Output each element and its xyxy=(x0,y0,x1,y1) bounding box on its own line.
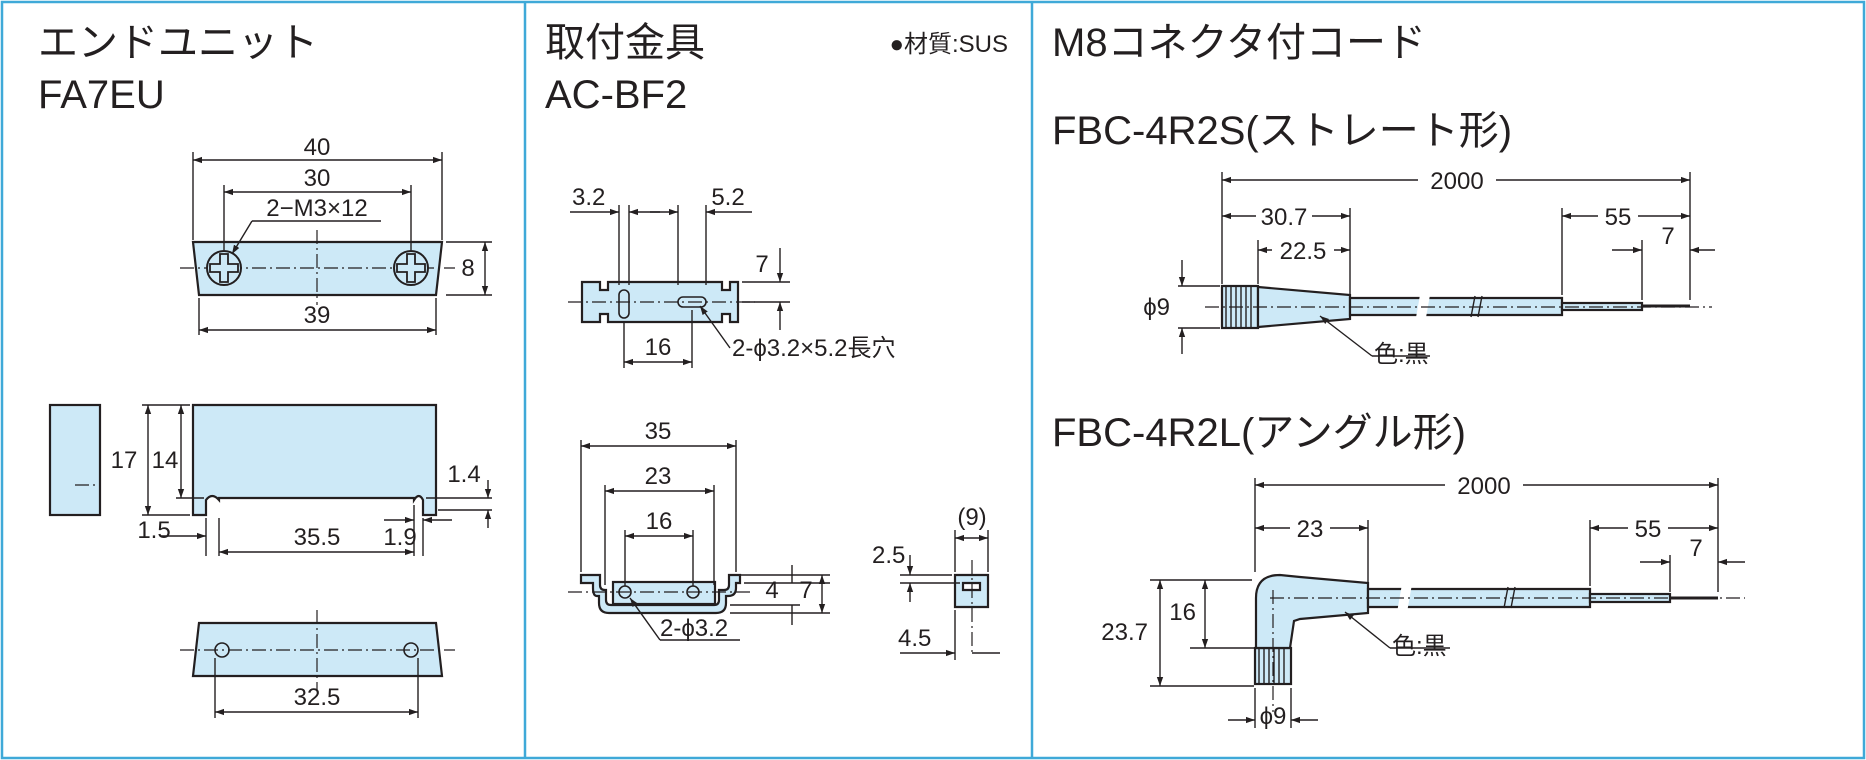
hole-note: 2-ϕ3.2 xyxy=(660,615,728,642)
dim-screw: 2−M3×12 xyxy=(266,195,367,222)
angle-color-note: 色:黒 xyxy=(1392,633,1447,660)
dim-5-2: 5.2 xyxy=(711,184,744,211)
dim-14: 14 xyxy=(152,447,179,474)
dim-3-2: 3.2 xyxy=(572,184,605,211)
angle-model: FBC-4R2L(アングル形) xyxy=(1052,411,1466,455)
dim-7b: 7 xyxy=(799,577,812,604)
dim-30: 30 xyxy=(304,165,331,192)
straight-dim-phi9: ϕ9 xyxy=(1143,294,1170,321)
end-unit-side-view: 17 14 1.4 1.5 35.5 1.9 xyxy=(48,403,492,556)
bracket-material: ●材質:SUS xyxy=(889,31,1008,58)
dim-paren-9: (9) xyxy=(957,504,986,531)
bracket-title: 取付金具 xyxy=(545,21,705,65)
angle-dim-7: 7 xyxy=(1689,535,1702,562)
screw-icon xyxy=(393,250,429,286)
straight-dim-55: 55 xyxy=(1605,204,1632,231)
straight-cord-drawing: 2000 30.7 22.5 55 7 ϕ9 色:黒 xyxy=(1143,168,1715,368)
straight-dim-2000: 2000 xyxy=(1430,168,1483,195)
dim-2-5: 2.5 xyxy=(872,542,905,569)
straight-dim-22-5: 22.5 xyxy=(1280,238,1327,265)
angle-dim-55: 55 xyxy=(1635,516,1662,543)
dim-1-9: 1.9 xyxy=(383,524,416,551)
straight-dim-7: 7 xyxy=(1661,223,1674,250)
dim-7: 7 xyxy=(755,251,768,278)
angle-dim-2000: 2000 xyxy=(1457,473,1510,500)
straight-model: FBC-4R2S(ストレート形) xyxy=(1052,109,1512,153)
dim-39: 39 xyxy=(304,302,331,329)
dim-1-5: 1.5 xyxy=(137,517,170,544)
bracket-side-view: (9) 2.5 4.5 xyxy=(872,504,1000,660)
dim-35: 35 xyxy=(645,418,672,445)
dim-16b: 16 xyxy=(646,508,673,535)
panel-cord: M8コネクタ付コード FBC-4R2S(ストレート形) 2000 xyxy=(1052,21,1745,730)
bracket-top-view: 3.2 5.2 7 16 2-ϕ3.2×5.2長穴 xyxy=(568,184,896,368)
screw-icon xyxy=(206,250,242,286)
angle-dim-23: 23 xyxy=(1297,516,1324,543)
dim-1-4: 1.4 xyxy=(447,461,480,488)
bracket-front-view: 35 23 16 4 7 2-ϕ3.2 xyxy=(568,418,830,642)
dim-40: 40 xyxy=(304,134,331,161)
dim-17: 17 xyxy=(111,447,138,474)
angle-dim-23-7: 23.7 xyxy=(1101,619,1148,646)
straight-color-note: 色:黒 xyxy=(1374,341,1429,368)
end-unit-title: エンドユニット xyxy=(38,21,318,65)
end-unit-model: FA7EU xyxy=(38,73,165,117)
end-unit-top-view: 40 30 2−M3×12 8 39 xyxy=(180,134,492,335)
dim-16: 16 xyxy=(645,334,672,361)
dim-8: 8 xyxy=(461,255,474,282)
angle-dim-phi9: ϕ9 xyxy=(1260,703,1287,730)
dim-23: 23 xyxy=(645,463,672,490)
dim-35-5: 35.5 xyxy=(294,524,341,551)
bracket-model: AC-BF2 xyxy=(545,73,687,117)
slot-note: 2-ϕ3.2×5.2長穴 xyxy=(732,335,896,362)
angle-dim-16: 16 xyxy=(1169,599,1196,626)
panel-end-unit: エンドユニット FA7EU 40 30 2−M3×1 xyxy=(38,21,492,718)
end-unit-bottom-view: 32.5 xyxy=(180,610,455,718)
dim-4: 4 xyxy=(765,577,778,604)
cord-title: M8コネクタ付コード xyxy=(1052,21,1426,65)
dim-4-5: 4.5 xyxy=(898,625,931,652)
straight-dim-30-7: 30.7 xyxy=(1261,204,1308,231)
panel-bracket: 取付金具 AC-BF2 ●材質:SUS 3.2 5.2 7 xyxy=(545,21,1008,660)
angle-cord-drawing: 2000 23 55 7 16 23.7 ϕ9 色:黒 xyxy=(1101,472,1745,730)
dim-32-5: 32.5 xyxy=(294,684,341,711)
